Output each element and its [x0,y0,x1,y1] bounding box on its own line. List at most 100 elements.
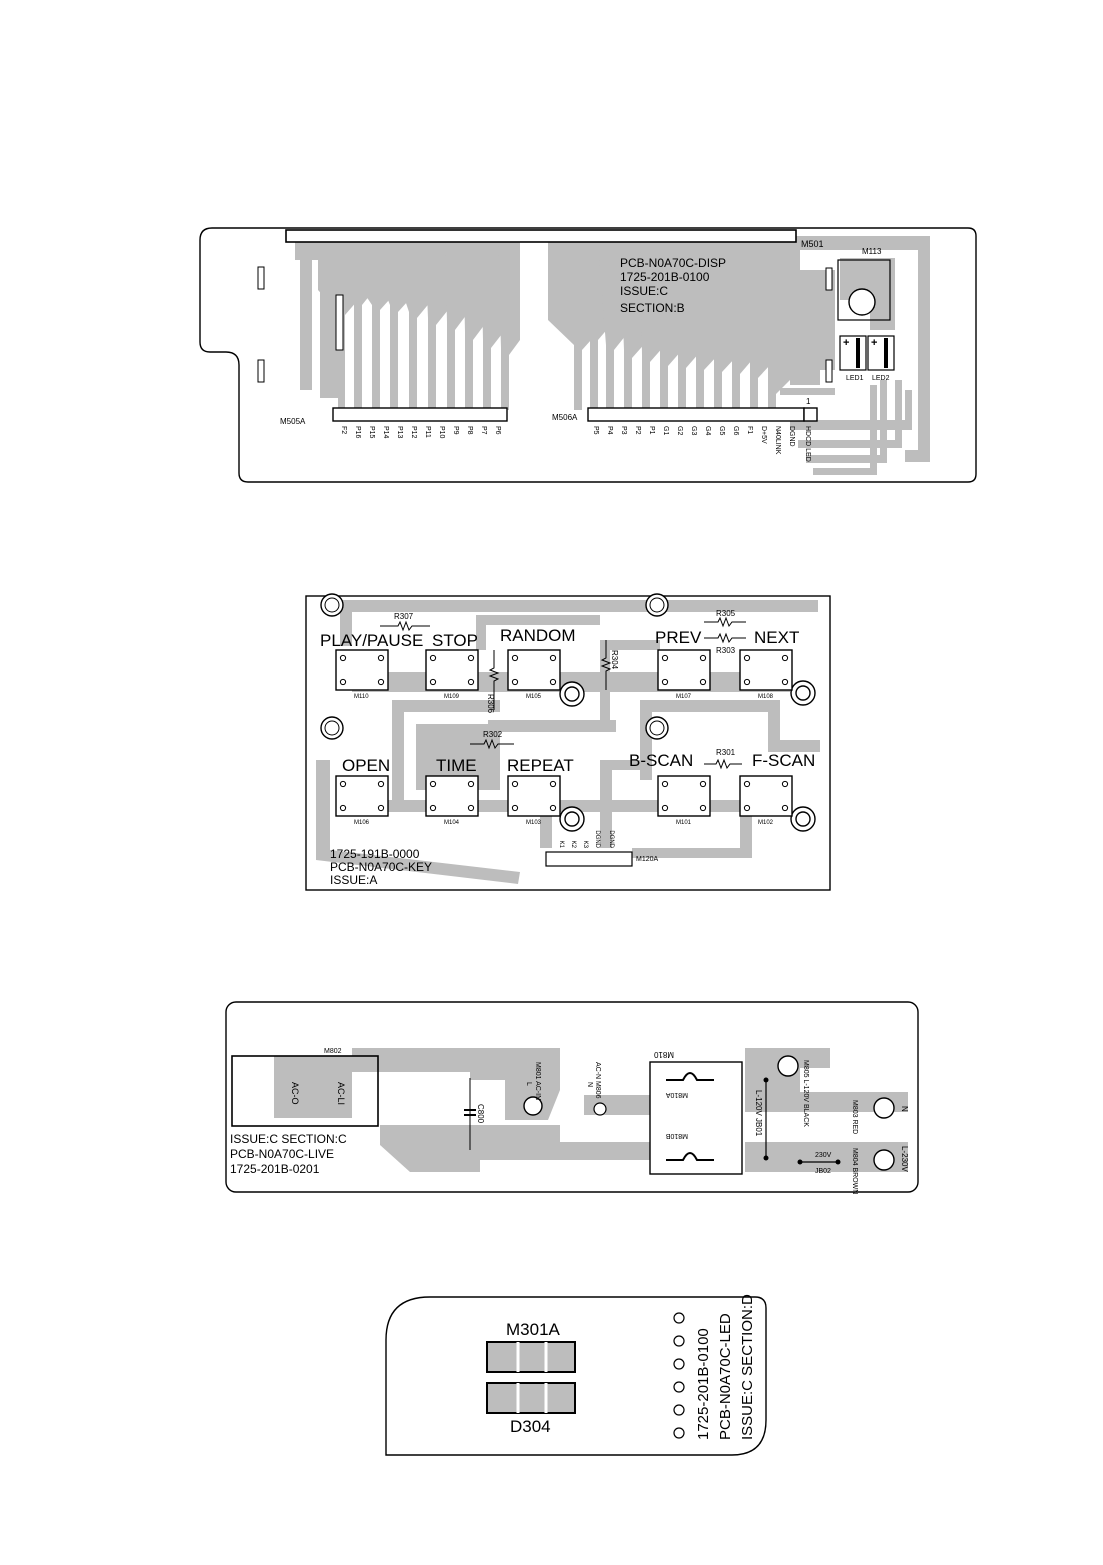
switch-pin-icon [377,804,385,812]
mount-hole-icon [324,597,340,613]
key-board-name: PCB-N0A70C-KEY [330,860,432,874]
mount-slot [257,359,265,383]
led2-bar [884,338,888,368]
switch-pin-icon [699,678,707,686]
switch-pin-icon [467,804,475,812]
m806-terminal-icon [593,1102,607,1116]
m120a-connector [545,851,633,867]
pin-label: P10 [438,426,445,439]
m804-terminal-icon [873,1149,895,1171]
key-r2-1-id: M104 [444,820,460,826]
pin-label: P12 [410,426,417,439]
pin-label: P13 [396,426,403,439]
live-board-partno: 1725-201B-0201 [230,1162,320,1176]
led1-bar [856,338,860,368]
led2-plus: + [871,337,877,349]
pin-label: P3 [620,426,627,435]
key-label-play-pause: PLAY/PAUSE [320,631,423,650]
pin-label: DGND [788,426,795,447]
m301a-component [486,1341,576,1373]
led1-label: LED1 [846,375,864,382]
jumper-pad-icon [797,1159,803,1165]
m120a-label: M120A [636,856,659,863]
hole-icon [673,1427,685,1439]
pin-label: G3 [690,426,697,435]
pin-label: P16 [354,426,361,439]
resistor-r306-label: R306 [486,694,495,714]
pin-label: F1 [746,426,753,434]
d304-label: D304 [510,1417,551,1436]
pin-label: N40LINK [774,426,781,455]
switch-pin-icon [743,678,751,686]
conn-pin-label: K3 [582,841,588,849]
live-board-name: PCB-N0A70C-LIVE [230,1147,334,1161]
disp-board-partno: 1725-201B-0100 [620,270,710,284]
pin-label: P6 [494,426,501,435]
switch-pin-icon [781,804,789,812]
switch-pin-icon [549,780,557,788]
live-board: M802 AC-O AC-LI C800 M801 AC-IN L AC-N M… [225,1001,919,1194]
pin-label: F2 [340,426,347,434]
conn-pin-label: DGND [594,830,600,848]
switch-pin-icon [377,678,385,686]
key-label-f-scan: F-SCAN [752,751,815,770]
mount-hole-icon [559,806,585,832]
switch-pin-icon [699,804,707,812]
hole-icon [673,1381,685,1393]
pin-label: P2 [634,426,641,435]
pin-label: G4 [704,426,711,435]
mount-hole-icon [564,686,580,702]
pin-label: G6 [732,426,739,435]
switch-pin-icon [429,654,437,662]
key-label-time: TIME [436,756,477,775]
key-r2-2-id: M103 [526,820,542,826]
key-label-prev: PREV [655,628,702,647]
switch-pin-icon [781,654,789,662]
conn-pin-label: K1 [558,841,564,849]
pin1-marker: 1 [806,397,811,406]
pin-label: P7 [480,426,487,435]
switch-pin-icon [781,780,789,788]
key-r1-4-id: M108 [758,694,774,700]
switch-pin-icon [429,804,437,812]
m113-outline [837,259,891,321]
m804-label: M804 BROWN [851,1148,858,1194]
hole-icon [673,1312,685,1324]
mount-hole-icon [790,680,816,706]
key-r2-4-id: M102 [758,820,774,826]
pin-label: P1 [648,426,655,435]
mount-hole-icon [649,720,665,736]
fuse-icon [666,1152,714,1161]
m506a-pin1-pad [803,407,818,422]
m810b-label: M810B [665,1132,688,1139]
mount-hole-icon [320,716,344,740]
m810-outline [649,1061,743,1175]
v230-label: 230V [815,1152,832,1159]
switch-pin-icon [467,678,475,686]
m113-label: M113 [862,247,882,256]
key-label-repeat: REPEAT [507,756,574,775]
disp-board: M501 PCB-N0A70C-DISP 1725-201B-0100 ISSU… [199,227,977,483]
key-r1-0-id: M110 [354,694,369,700]
mount-hole-icon [320,593,344,617]
key-r2-3-id: M101 [676,820,692,826]
resistor-icon [600,640,612,690]
disp-traces [295,236,930,475]
switch-pin-icon [467,780,475,788]
pin-label: G2 [676,426,683,435]
pin-label: P15 [368,426,375,439]
mount-slot [335,294,344,351]
switch-pin-icon [429,678,437,686]
m802-label: M802 [324,1048,342,1055]
m801-l-label: L [525,1082,532,1086]
switch-pin-icon [377,780,385,788]
m802-outline [231,1055,379,1127]
switch-pin-icon [743,780,751,788]
mount-slot [825,359,833,383]
pin-label: G1 [662,426,669,435]
resistor-r301-label: R301 [716,748,736,757]
